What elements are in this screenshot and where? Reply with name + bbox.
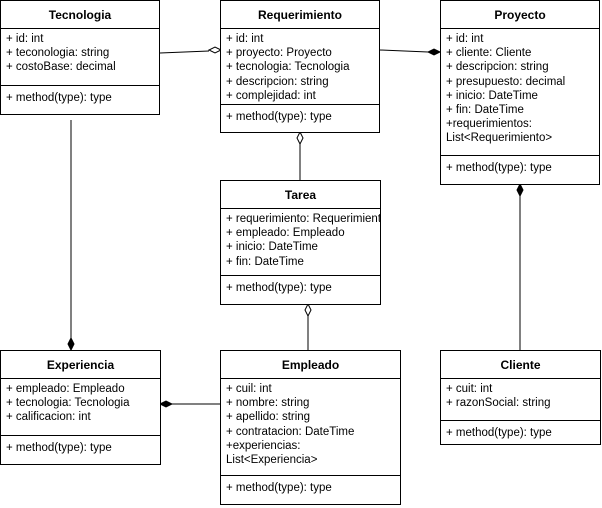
attribute: + empleado: Empleado [226,227,345,240]
attribute: + teconologia: string [6,47,110,60]
attribute: + id: int [446,33,484,45]
class-cliente[interactable]: Cliente + cuit: int + razonSocial: strin… [440,350,601,445]
attribute: + fin: DateTime [446,104,524,117]
attribute: List<Requerimiento> [446,132,553,145]
attribute: + id: int [6,33,44,45]
method: + method(type): type [226,282,332,294]
method: + method(type): type [446,162,552,174]
relation-requerimiento-proyecto [379,49,429,53]
method: + method(type): type [6,442,112,454]
attributes-section: + requerimiento: Requerimiento + emplead… [221,209,380,276]
aggregation-diamond-icon [207,46,223,54]
attribute: + calificacion: int [6,411,91,424]
attribute: + fin: DateTime [226,255,304,268]
attribute: + cliente: Cliente [446,47,532,60]
class-empleado[interactable]: Empleado + cuil: int + nombre: string + … [220,350,401,505]
class-name: Tarea [221,181,380,209]
aggregation-diamond-icon [304,302,312,318]
aggregation-diamond-icon [296,130,304,146]
attributes-section: + cuil: int + nombre: string + apellido:… [221,379,400,476]
class-proyecto[interactable]: Proyecto + id: int + cliente: Cliente + … [440,0,600,185]
class-name: Empleado [221,351,400,379]
class-name: Requerimiento [221,1,379,29]
attribute: + empleado: Empleado [6,383,125,395]
methods-section: + method(type): type [1,86,159,110]
methods-section: + method(type): type [1,436,160,460]
class-name: Experiencia [1,351,160,379]
attribute: +requerimientos: [446,118,532,131]
attribute: +experiencias: [226,439,301,452]
attribute: + presupuesto: decimal [446,75,566,88]
relation-tecnologia-requerimiento [159,50,210,54]
attribute: + cuit: int [446,383,493,395]
attribute: + apellido: string [226,411,311,424]
attribute: + inicio: DateTime [446,89,538,102]
attributes-section: + id: int + teconologia: string + costoB… [1,29,159,86]
attribute: + descripcion: string [446,61,549,74]
attribute: + requerimiento: Requerimiento [226,213,380,225]
class-name: Proyecto [441,1,599,29]
class-name: Cliente [441,351,600,379]
attribute: + inicio: DateTime [226,241,318,254]
attribute: + tecnologia: Tecnologia [226,61,350,74]
attribute: + cuil: int [226,383,272,395]
methods-section: + method(type): type [221,276,380,300]
attribute: + contratacion: DateTime [226,425,355,438]
attributes-section: + empleado: Empleado + tecnologia: Tecno… [1,379,160,436]
attribute: + nombre: string [226,397,310,410]
attribute: List<Experiencia> [226,454,318,467]
method: + method(type): type [226,111,332,123]
methods-section: + method(type): type [221,105,379,129]
attribute: + id: int [226,33,264,45]
class-tecnologia[interactable]: Tecnologia + id: int + teconologia: stri… [0,0,160,115]
method: + method(type): type [446,427,552,439]
method: + method(type): type [226,482,332,494]
class-requerimiento[interactable]: Requerimiento + id: int + proyecto: Proy… [220,0,380,133]
attribute: + proyecto: Proyecto [226,47,332,60]
attribute: + complejidad: int [226,89,316,102]
method: + method(type): type [6,92,112,104]
methods-section: + method(type): type [441,156,599,180]
methods-section: + method(type): type [441,421,600,445]
composition-diamond-icon [426,48,442,56]
attributes-section: + cuit: int + razonSocial: string [441,379,600,421]
methods-section: + method(type): type [221,476,400,500]
attributes-section: + id: int + cliente: Cliente + descripci… [441,29,599,156]
attribute: + tecnologia: Tecnologia [6,397,130,410]
composition-diamond-icon [158,400,174,408]
class-experiencia[interactable]: Experiencia + empleado: Empleado + tecno… [0,350,161,465]
class-name: Tecnologia [1,1,159,29]
attribute: + costoBase: decimal [6,61,116,74]
attribute: + descripcion: string [226,75,329,88]
class-tarea[interactable]: Tarea + requerimiento: Requerimiento + e… [220,180,381,305]
attribute: + razonSocial: string [446,397,551,410]
composition-diamond-icon [516,182,524,198]
composition-diamond-icon [67,336,75,352]
attributes-section: + id: int + proyecto: Proyecto + tecnolo… [221,29,379,105]
